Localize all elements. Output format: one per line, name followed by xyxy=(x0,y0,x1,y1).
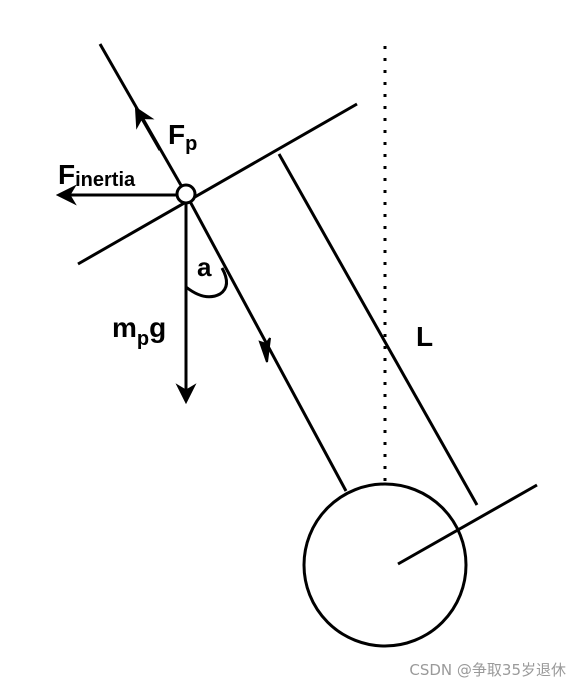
gravity-label-p: p xyxy=(137,328,149,350)
finertia-label-sub: inertia xyxy=(75,169,136,191)
gravity-label-g: g xyxy=(149,312,166,343)
watermark: CSDN @争取35岁退休 xyxy=(409,661,566,679)
angle-label: a xyxy=(197,252,212,282)
cart-track-line xyxy=(77,102,358,266)
length-label: L xyxy=(416,321,433,352)
fp-label-main: F xyxy=(168,119,185,150)
fp-label: Fp xyxy=(168,119,197,155)
finertia-label: Finertia xyxy=(58,159,136,191)
pivot-joint xyxy=(175,183,197,205)
gravity-label: mpg xyxy=(112,312,166,350)
gravity-label-m: m xyxy=(112,312,137,343)
finertia-label-main: F xyxy=(58,159,75,190)
pendulum-bob xyxy=(302,482,468,648)
fp-label-sub: p xyxy=(185,133,197,155)
angle-arc xyxy=(185,267,228,299)
rod-direction-arrowhead xyxy=(258,337,271,363)
length-dimension-line xyxy=(277,153,479,506)
bob-tangent-line xyxy=(397,483,538,566)
fp-arrow xyxy=(134,106,162,151)
